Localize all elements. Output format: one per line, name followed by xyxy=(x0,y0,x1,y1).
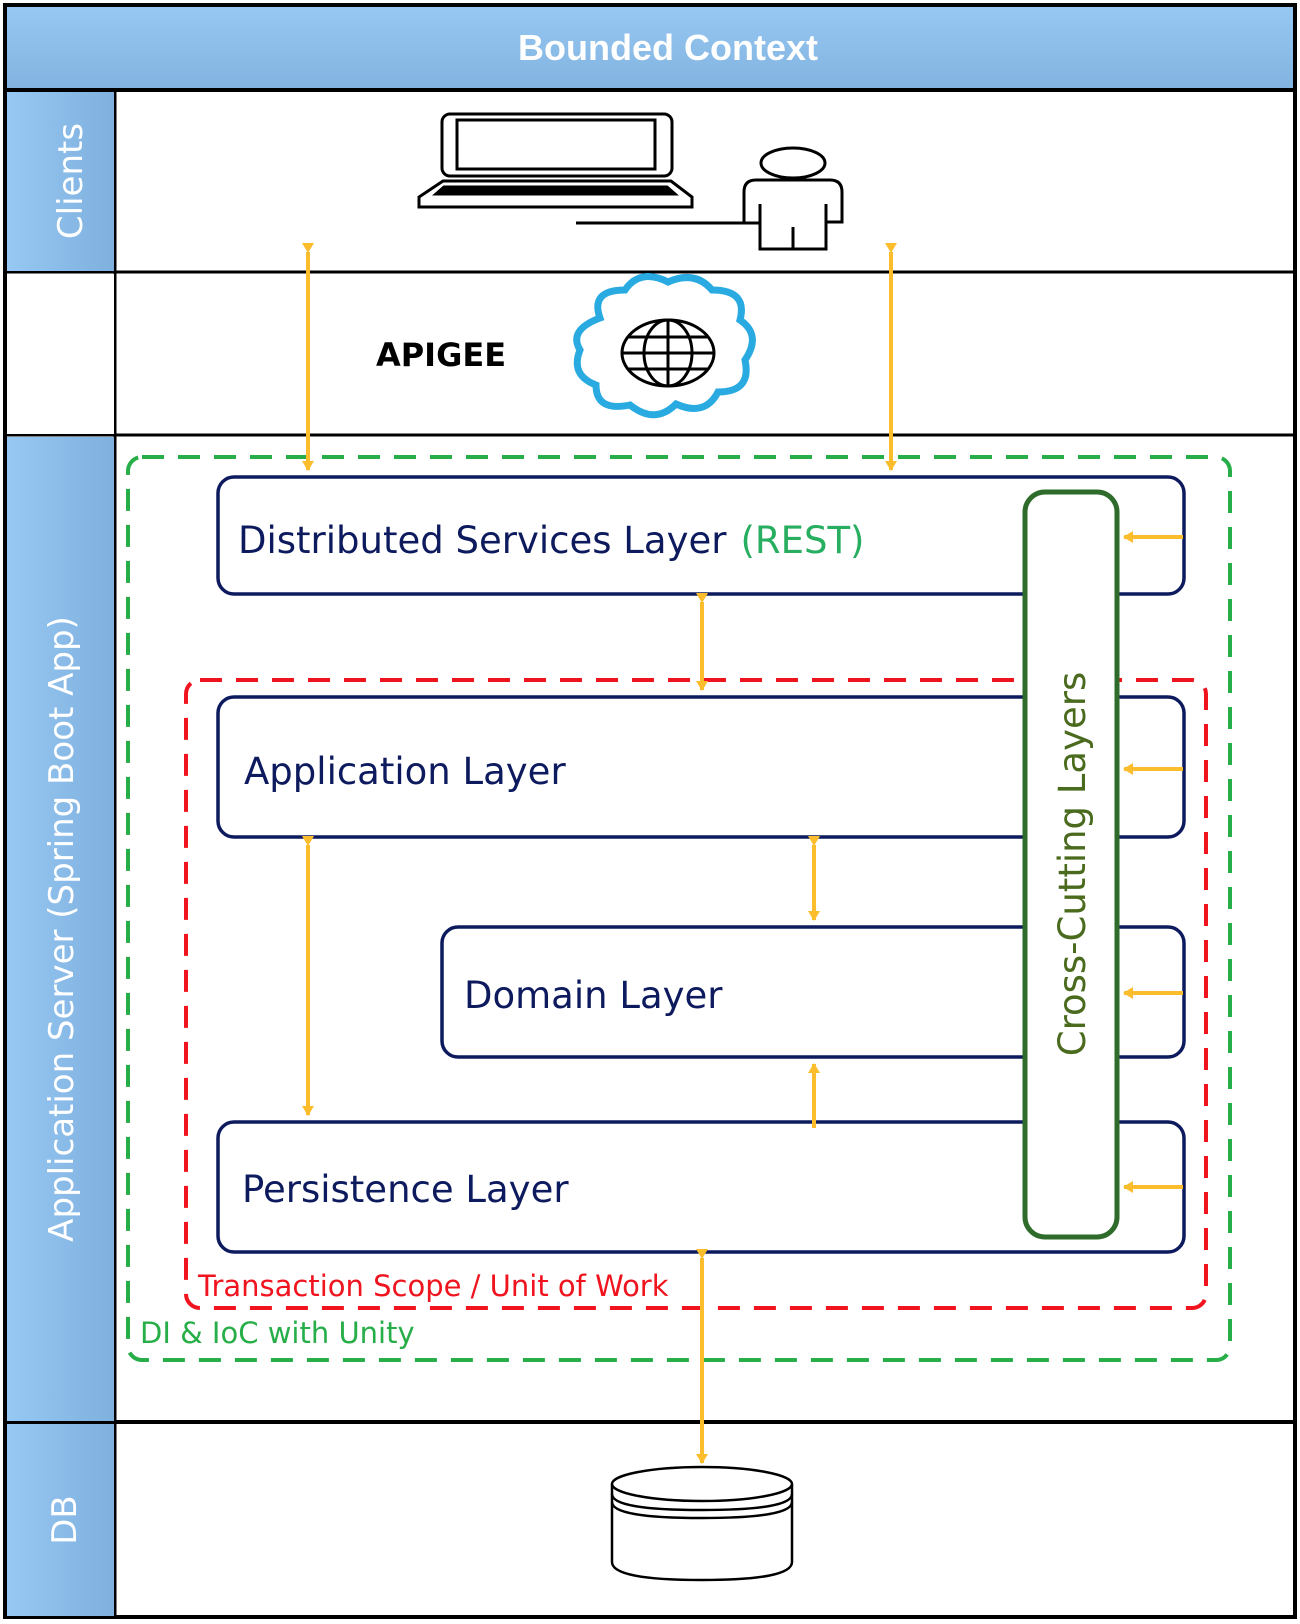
transaction-scope-label: Transaction Scope / Unit of Work xyxy=(197,1269,669,1303)
application-layer: Application Layer xyxy=(216,695,1186,839)
lane-app-server-label: Application Server (Spring Boot App) xyxy=(42,616,82,1242)
application-layer-label: Application Layer xyxy=(244,750,566,793)
database-icon xyxy=(610,1465,794,1582)
lane-clients-label: Clients xyxy=(51,123,91,239)
header: Bounded Context xyxy=(3,3,1297,92)
distributed-layer-suffix: (REST) xyxy=(740,519,864,562)
di-scope: DI & IoC with Unity xyxy=(126,455,1232,1362)
domain-layer: Domain Layer xyxy=(440,925,1186,1059)
svg-text:Distributed Services Layer(RES: Distributed Services Layer (REST) xyxy=(238,519,865,562)
lane-gateway xyxy=(7,274,114,434)
lane-app-server-header xyxy=(7,437,114,1421)
arrows xyxy=(302,243,1183,1464)
laptop-icon xyxy=(417,112,694,209)
gateway-label: APIGEE xyxy=(376,336,506,374)
header-bar xyxy=(3,3,1297,92)
lane-app-server: Application Server (Spring Boot App) xyxy=(7,437,114,1421)
cross-cutting-layers: Cross-Cutting Layers xyxy=(1022,489,1120,1240)
di-scope-label: DI & IoC with Unity xyxy=(140,1316,415,1350)
lane-clients: Clients xyxy=(7,92,114,271)
user-icon xyxy=(576,146,844,251)
distributed-layer-label: Distributed Services Layer xyxy=(238,519,727,562)
lane-db-header xyxy=(7,1424,114,1616)
distributed-services-layer: Distributed Services Layer (REST) xyxy=(216,475,1186,596)
domain-layer-label: Domain Layer xyxy=(464,974,723,1017)
persistence-layer-label: Persistence Layer xyxy=(242,1168,569,1211)
lane-db-label: DB xyxy=(45,1495,85,1545)
lane-gateway-header xyxy=(7,274,114,434)
lane-db: DB xyxy=(7,1424,114,1616)
lane-clients-header xyxy=(7,92,114,271)
header-title: Bounded Context xyxy=(518,27,818,68)
transaction-scope: Transaction Scope / Unit of Work xyxy=(184,678,1208,1310)
cloud-globe-icon xyxy=(573,273,756,419)
cross-cutting-label: Cross-Cutting Layers xyxy=(1051,672,1094,1057)
